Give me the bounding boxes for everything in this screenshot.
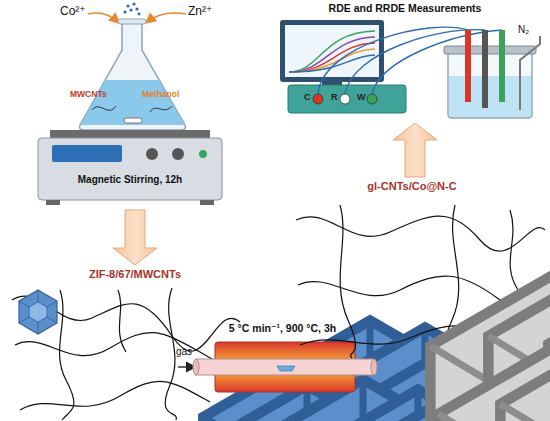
- polarization-curves: [289, 31, 375, 72]
- gas-arrow: [178, 366, 194, 367]
- sample-boat: [277, 366, 295, 371]
- node-title: gl-CNTs/Co@N-C: [292, 180, 532, 193]
- electrolyte: [449, 76, 531, 117]
- stirrer-body: [38, 138, 222, 200]
- potentiostat: [288, 85, 406, 113]
- furnace-tube: [196, 359, 374, 375]
- ion-dots: [123, 2, 140, 15]
- carbon-polyhedron: [500, 308, 550, 421]
- furnace-box: 5 °C min⁻¹, 900 °C, 3h: [185, 318, 380, 398]
- process-arrow: [113, 210, 157, 265]
- monitor-frame: [280, 20, 384, 82]
- stir-bar: [124, 118, 142, 123]
- carbon-polyhedron: [528, 358, 550, 421]
- component-label: Methanol: [142, 90, 179, 99]
- gas-label: N₂: [518, 24, 529, 35]
- measurement-box: RDE and RRDE Measurements: [275, 2, 545, 120]
- node-title: Magnetic Stirring, 12h: [35, 174, 225, 186]
- process-arrow: [393, 123, 437, 177]
- ion-label: Zn²⁺: [188, 5, 212, 18]
- flask-liquid: [80, 80, 185, 125]
- electrode: [465, 30, 471, 102]
- monitor-screen: [285, 25, 379, 77]
- flask-lip: [118, 19, 146, 24]
- ion-arrow: [88, 13, 118, 22]
- electrode: [499, 30, 505, 102]
- stirrer-knob: [146, 148, 158, 160]
- node-title: RDE and RRDE Measurements: [305, 2, 505, 14]
- node-title: ZIF-8/67/MWCNTs: [50, 268, 220, 281]
- terminal-label: W: [357, 93, 366, 103]
- node-title: 5 °C min⁻¹, 900 °C, 3h: [185, 322, 380, 334]
- stirrer-display: [52, 145, 122, 162]
- stirrer-box: Magnetic Stirring, 12h: [35, 127, 225, 202]
- terminal: [367, 94, 377, 104]
- stirrer-knob: [172, 148, 184, 160]
- terminal: [340, 94, 350, 104]
- ion-label: Co²⁺: [60, 5, 86, 18]
- component-label: MWCNTs: [70, 90, 107, 99]
- stirrer-foot: [200, 200, 214, 205]
- terminal: [313, 94, 323, 104]
- terminal-label: C: [304, 93, 311, 103]
- ion-arrow: [147, 13, 186, 22]
- zif-crystal: [19, 290, 57, 334]
- stirrer-led: [199, 150, 207, 158]
- nanotube-network: [12, 288, 242, 420]
- stirrer-foot: [46, 200, 60, 205]
- gas-label: gas: [176, 346, 192, 357]
- gas-tube: [520, 36, 540, 110]
- flask: [80, 22, 186, 130]
- stirrer-plate: [50, 130, 210, 138]
- tube-end: [371, 359, 377, 375]
- cell-lid: [444, 46, 536, 54]
- electrode: [482, 30, 488, 108]
- product-box: gl-CNTs/Co@N-C: [292, 180, 545, 358]
- precursor-box: ZIF-8/67/MWCNTs: [10, 268, 245, 420]
- tube-end: [193, 359, 199, 375]
- nanotube: [92, 106, 172, 112]
- terminal-label: R: [331, 93, 338, 103]
